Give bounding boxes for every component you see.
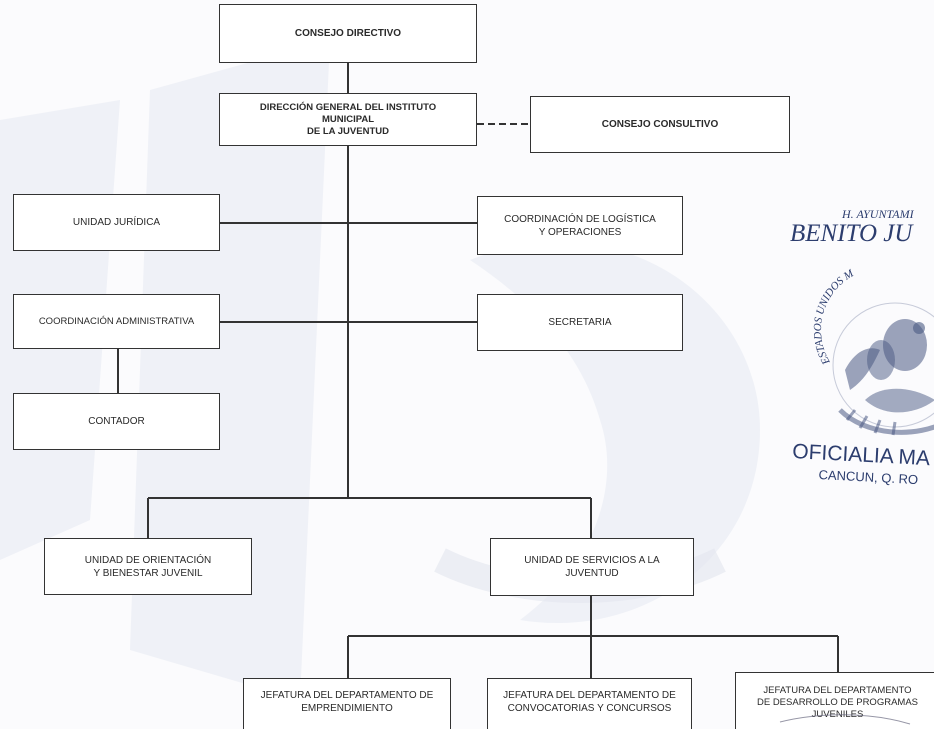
node-label: JEFATURA DEL DEPARTAMENTO DE CONVOCATORI… [503,690,676,714]
node-label: COORDINACIÓN DE LOGÍSTICA Y OPERACIONES [504,213,656,238]
node-label: CONSEJO DIRECTIVO [294,28,402,39]
node-coordinacion-logistica: COORDINACIÓN DE LOGÍSTICA Y OPERACIONES [477,196,683,255]
official-seal: H. AYUNTAMI BENITO JU ESTADOS UNIDOS M O… [785,195,934,495]
node-contador: CONTADOR [13,393,220,450]
node-unidad-servicios: UNIDAD DE SERVICIOS A LA JUVENTUD [490,538,694,596]
node-label: UNIDAD JURÍDICA [72,217,161,228]
node-label: CONTADOR [88,416,145,427]
node-jefatura-emprendimiento: JEFATURA DEL DEPARTAMENTO DE EMPRENDIMIE… [243,678,451,729]
node-label: UNIDAD DE SERVICIOS A LA JUVENTUD [524,555,660,579]
node-unidad-orientacion: UNIDAD DE ORIENTACIÓN Y BIENESTAR JUVENI… [44,538,252,595]
node-label: SECRETARIA [548,317,612,328]
node-secretaria: SECRETARIA [477,294,683,351]
seal-text-benito: BENITO JU [790,220,913,247]
node-label: DIRECCIÓN GENERAL DEL INSTITUTO MUNICIPA… [259,101,437,137]
node-label: UNIDAD DE ORIENTACIÓN Y BIENESTAR JUVENI… [84,554,212,579]
node-jefatura-convocatorias: JEFATURA DEL DEPARTAMENTO DE CONVOCATORI… [487,678,692,729]
node-jefatura-desarrollo: JEFATURA DEL DEPARTAMENTO DE DESARROLLO … [735,672,934,729]
seal-text-ayuntamiento: H. AYUNTAMI [842,207,914,221]
node-consejo-directivo: CONSEJO DIRECTIVO [219,4,477,63]
node-unidad-juridica: UNIDAD JURÍDICA [13,194,220,251]
node-label: JEFATURA DEL DEPARTAMENTO DE DESARROLLO … [756,685,918,720]
seal-emblem-icon: ESTADOS UNIDOS M [812,267,934,436]
node-label: COORDINACIÓN ADMINISTRATIVA [38,316,195,327]
node-consejo-consultivo: CONSEJO CONSULTIVO [530,96,790,153]
node-direccion-general: DIRECCIÓN GENERAL DEL INSTITUTO MUNICIPA… [219,93,477,146]
node-label: JEFATURA DEL DEPARTAMENTO DE EMPRENDIMIE… [260,690,434,714]
node-coordinacion-administrativa: COORDINACIÓN ADMINISTRATIVA [13,294,220,349]
node-label: CONSEJO CONSULTIVO [601,119,719,130]
